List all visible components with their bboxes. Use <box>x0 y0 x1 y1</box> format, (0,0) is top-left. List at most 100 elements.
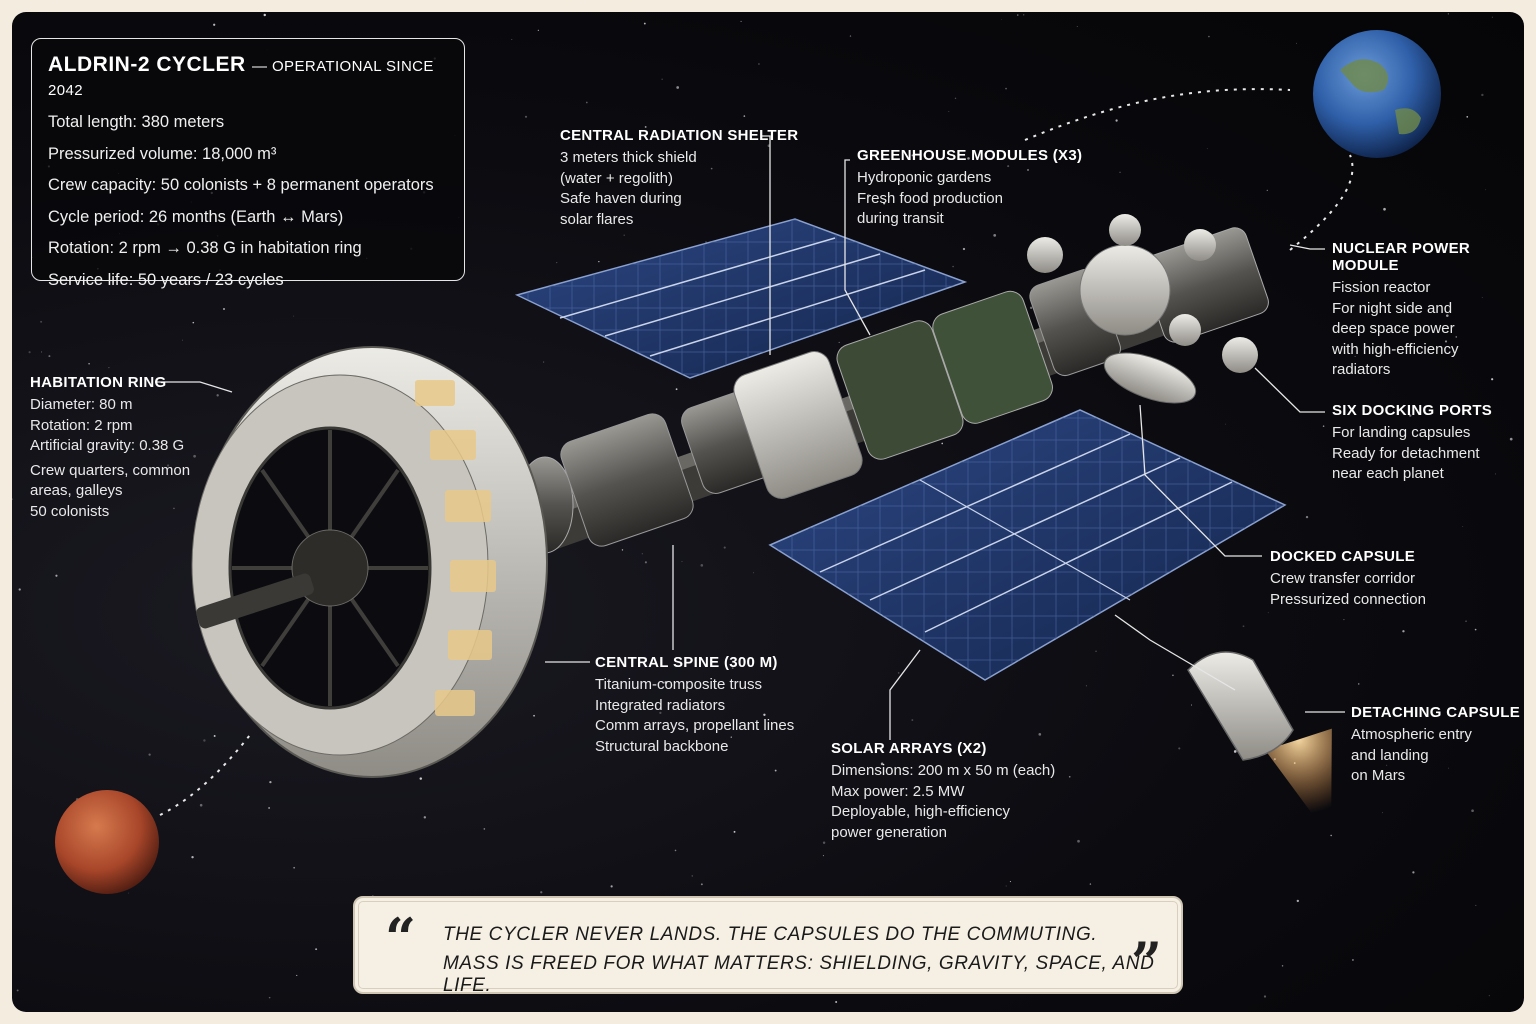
solar-array-upper <box>514 218 968 379</box>
callout-line: Titanium-composite truss <box>595 676 762 693</box>
callout-solar-arrays: SOLAR ARRAYS (x2) Dimensions: 200 m x 50… <box>831 740 1055 843</box>
star <box>1471 809 1474 813</box>
star <box>1001 19 1002 21</box>
star <box>1481 297 1483 298</box>
mars-planet <box>55 790 159 894</box>
star <box>1085 685 1087 687</box>
star <box>1007 165 1010 168</box>
leader-lines <box>155 135 1345 740</box>
star <box>1005 885 1007 887</box>
star <box>835 1000 838 1003</box>
callout-line: near each planet <box>1332 465 1444 482</box>
star <box>1263 995 1267 998</box>
star <box>641 553 643 555</box>
radiation-shelter-module <box>733 351 863 499</box>
detaching-capsule <box>1187 651 1332 814</box>
callout-line: Deployable, high-efficiency <box>831 803 1010 820</box>
star <box>1352 959 1354 961</box>
star <box>41 351 43 353</box>
star <box>1381 812 1383 814</box>
star <box>948 111 950 112</box>
spec-box: ALDRIN-2 CYCLER — OPERATIONAL SINCE 2042… <box>31 38 465 289</box>
star <box>585 101 588 104</box>
star <box>108 367 110 369</box>
star <box>1178 747 1181 750</box>
star <box>222 307 226 311</box>
star <box>753 572 754 574</box>
spine-modules <box>516 214 1269 554</box>
star <box>263 13 266 17</box>
callout-line: Safe haven during <box>560 190 682 207</box>
quote-line-2: MASS IS FREED FOR WHAT MATTERS: SHIELDIN… <box>443 953 1155 996</box>
star <box>758 63 760 65</box>
star <box>661 78 663 80</box>
star <box>1466 116 1469 118</box>
callout-line: Fresh food production <box>857 189 1003 207</box>
star <box>419 777 423 780</box>
star <box>1354 355 1356 358</box>
quote-box: “ THE CYCLER NEVER LANDS. THE CAPSULES D… <box>353 896 1183 996</box>
star <box>1330 834 1332 837</box>
callout-line: 3 meters thick shield <box>560 149 697 166</box>
star <box>676 86 680 89</box>
star <box>598 261 600 263</box>
star <box>911 719 914 721</box>
star <box>1076 26 1078 28</box>
star <box>849 35 852 37</box>
star <box>268 807 271 809</box>
star <box>48 355 51 358</box>
star <box>1412 871 1415 874</box>
star <box>1029 306 1033 310</box>
callout-line: Crew transfer corridor <box>1270 570 1416 587</box>
star <box>483 828 486 830</box>
callout-line: 50 colonists <box>30 502 110 520</box>
star <box>1206 148 1208 150</box>
trajectory-mars <box>159 734 251 816</box>
star <box>1266 189 1268 192</box>
star <box>822 841 826 844</box>
star <box>268 996 271 999</box>
star <box>1474 628 1477 631</box>
star <box>1038 733 1042 736</box>
docking-node <box>1079 244 1171 336</box>
star <box>1363 580 1365 581</box>
callout-line: Fission reactor <box>1332 279 1431 296</box>
callout-greenhouse: GREENHOUSE MODULES (x3) Hydroponic garde… <box>857 147 1082 230</box>
star <box>16 989 19 992</box>
star <box>12 498 14 500</box>
greenhouse-module-2 <box>932 290 1053 424</box>
callout-line: solar flares <box>560 210 634 228</box>
star <box>743 115 746 117</box>
callout-detaching-capsule: DETACHING CAPSULE Atmospheric entry and … <box>1351 704 1520 787</box>
star <box>1208 35 1210 38</box>
callout-title: NUCLEAR POWER MODULE <box>1332 240 1471 274</box>
open-quote-icon: “ <box>385 906 417 970</box>
star <box>1281 965 1284 967</box>
callout-line: and landing <box>1351 746 1429 764</box>
star <box>774 769 777 772</box>
star <box>1491 16 1493 18</box>
star <box>1119 171 1121 173</box>
callout-line: Structural backbone <box>595 737 729 755</box>
star <box>838 341 840 343</box>
callout-line: Pressurized connection <box>1270 590 1426 608</box>
star <box>456 1010 458 1011</box>
star <box>293 315 295 317</box>
spec-title: ALDRIN-2 CYCLER <box>48 53 246 76</box>
callout-line: with high-efficiency <box>1332 340 1459 358</box>
star <box>948 154 950 155</box>
star <box>941 442 944 445</box>
callout-line: Hydroponic gardens <box>857 169 992 186</box>
star <box>1383 207 1386 211</box>
callout-line: For night side and <box>1332 299 1453 317</box>
star <box>883 202 886 205</box>
star <box>1465 620 1467 622</box>
callout-title: SIX DOCKING PORTS <box>1332 402 1493 419</box>
star <box>88 363 90 365</box>
star <box>315 948 318 951</box>
star <box>1027 169 1029 171</box>
callout-line: Crew quarters, common <box>30 461 191 479</box>
star <box>993 234 997 237</box>
star <box>954 97 957 100</box>
spec-row: Rotation: 2 rpm → 0.38 G in habitation r… <box>48 239 362 257</box>
